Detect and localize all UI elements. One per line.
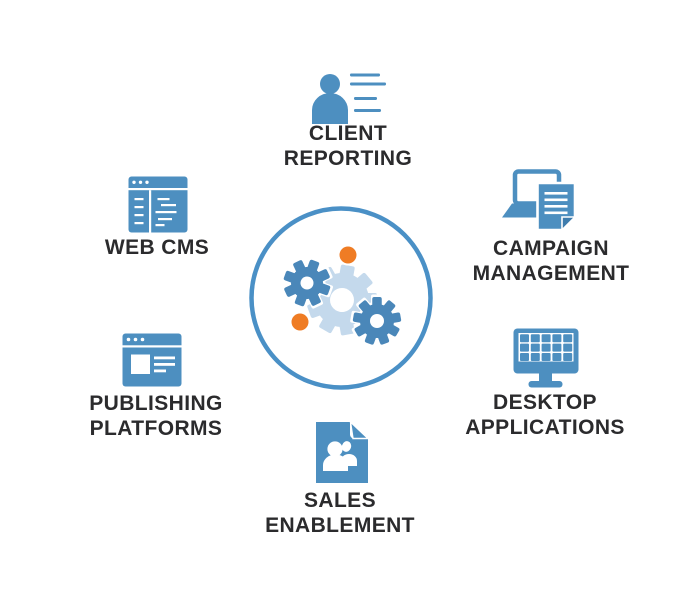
label-publishing-platforms: PUBLISHING PLATFORMS <box>89 392 223 440</box>
center-hub <box>241 198 441 398</box>
label-campaign-management: CAMPAIGN MANAGEMENT <box>472 237 630 285</box>
cms-window-icon <box>128 176 188 233</box>
label-client-reporting: CLIENT REPORTING <box>283 122 413 170</box>
label-sales-enablement: SALES ENABLEMENT <box>265 489 415 537</box>
person-report-icon <box>312 73 386 124</box>
hub-ring <box>249 206 433 390</box>
browser-window-icon <box>122 333 182 387</box>
label-web-cms: WEB CMS <box>104 236 210 259</box>
gears-icon <box>249 206 433 390</box>
label-desktop-applications: DESKTOP APPLICATIONS <box>465 391 625 439</box>
desktop-computer-icon <box>513 328 579 388</box>
laptop-document-icon <box>502 169 577 232</box>
document-people-icon <box>316 422 369 483</box>
